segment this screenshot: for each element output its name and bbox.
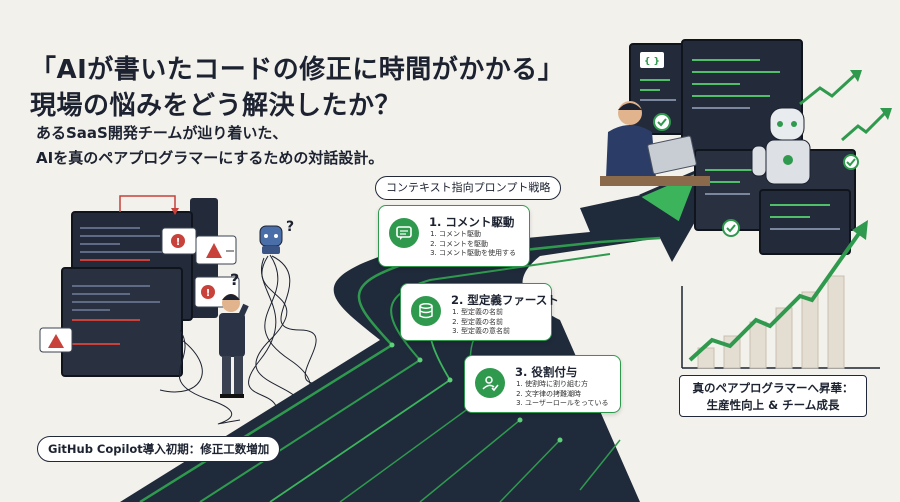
list-item: ユーザーロールをっている bbox=[525, 399, 609, 409]
step-card-comment-driven: 1. コメント駆動 コメント駆動 コメントを駆動 コメント駆動を使用する bbox=[378, 205, 530, 267]
after-label-line-1: 真のペアプログラマーへ昇華： bbox=[692, 381, 854, 395]
step-title: 1. コメント駆動 bbox=[429, 215, 515, 229]
after-label: 真のペアプログラマーへ昇華： 生産性向上 & チーム成長 bbox=[679, 375, 867, 417]
robot-icon bbox=[259, 225, 283, 254]
list-item: 型定義の意名前 bbox=[461, 327, 510, 337]
question-mark: ? bbox=[286, 219, 294, 235]
subheading: あるSaaS開発チームが辿り着いた、 AIを真のペアプログラマーにするための対話… bbox=[36, 121, 383, 171]
check-icon bbox=[843, 154, 859, 170]
svg-text:!: ! bbox=[176, 237, 181, 248]
question-mark: ? bbox=[230, 270, 239, 289]
confused-developer bbox=[219, 294, 249, 398]
headline: 「AIが書いたコードの修正に時間がかかる」 現場の悩みをどう解決したか？ bbox=[30, 52, 564, 124]
tangled-wires bbox=[159, 254, 341, 431]
developer bbox=[600, 101, 710, 186]
list-item: コメント駆動 bbox=[439, 230, 516, 240]
step-title: 2. 型定義ファースト bbox=[451, 293, 559, 307]
step-list: 使割時に割り組む方 文字律の拷難潮時 ユーザーロールをっている bbox=[511, 380, 609, 409]
step-list: コメント駆動 コメントを駆動 コメント駆動を使用する bbox=[425, 230, 516, 259]
headline-line-2: 現場の悩みをどう解決したか？ bbox=[30, 91, 402, 121]
monitors: { } bbox=[629, 39, 856, 255]
list-item: 使割時に割り組む方 bbox=[525, 380, 609, 390]
comment-icon bbox=[389, 218, 419, 248]
step-title: 3. 役割付与 bbox=[515, 365, 578, 379]
robot-icon bbox=[751, 107, 811, 185]
check-icon bbox=[722, 219, 740, 237]
step-list: 型定義の名前 型定義の名前 型定義の意名前 bbox=[447, 308, 510, 337]
strategy-label: コンテキスト指向プロンプト戦略 bbox=[375, 176, 562, 200]
database-icon bbox=[411, 296, 441, 326]
svg-text:{ }: { } bbox=[644, 57, 660, 67]
before-label: GitHub Copilot導入初期：修正工数増加 bbox=[37, 436, 281, 462]
subheading-line-2: AIを真のペアプログラマーにするための対話設計。 bbox=[36, 149, 384, 167]
svg-text:!: ! bbox=[206, 288, 211, 299]
check-icon bbox=[653, 113, 671, 131]
list-item: 文字律の拷難潮時 bbox=[525, 390, 609, 400]
headline-line-1: 「AIが書いたコードの修正に時間がかかる」 bbox=[30, 55, 565, 85]
alert-icon bbox=[195, 235, 237, 265]
user-check-icon bbox=[475, 368, 505, 398]
list-item: コメントを駆動 bbox=[439, 240, 516, 250]
alert-icon: ! bbox=[161, 227, 197, 255]
subheading-line-1: あるSaaS開発チームが辿り着いた、 bbox=[36, 124, 288, 142]
growth-chart bbox=[681, 220, 880, 369]
growth-arrows bbox=[799, 72, 888, 142]
after-label-line-2: 生産性向上 & チーム成長 bbox=[706, 398, 840, 412]
step-card-type-first: 2. 型定義ファースト 型定義の名前 型定義の名前 型定義の意名前 bbox=[400, 283, 559, 341]
list-item: コメント駆動を使用する bbox=[439, 249, 516, 259]
step-card-role-assignment: 3. 役割付与 使割時に割り組む方 文字律の拷難潮時 ユーザーロールをっている bbox=[464, 355, 621, 413]
list-item: 型定義の名前 bbox=[461, 318, 510, 328]
alert-icon bbox=[39, 327, 73, 353]
list-item: 型定義の名前 bbox=[461, 308, 510, 318]
